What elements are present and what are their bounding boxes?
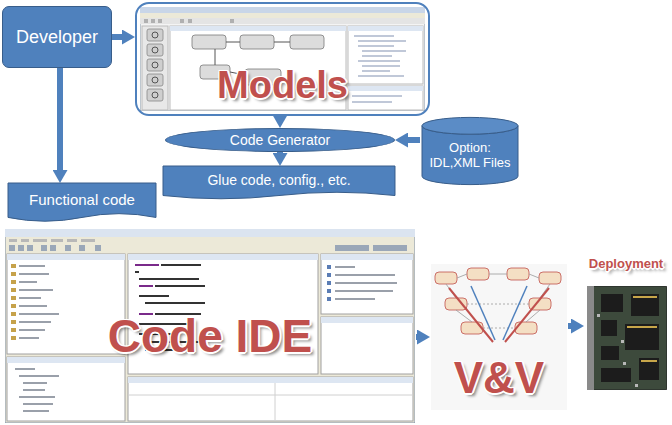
flow-arrow xyxy=(416,334,422,340)
flow-arrow xyxy=(112,34,127,40)
node-label: Code IDE xyxy=(108,310,312,363)
ide-panel: Code IDE xyxy=(4,228,416,424)
circuit-board-photo xyxy=(587,286,667,390)
node-label: Developer xyxy=(16,27,98,48)
node-label: Glue code, config., etc. xyxy=(207,172,350,188)
generator-oval: Code Generator xyxy=(165,128,395,152)
node-label: V&V xyxy=(454,353,544,404)
models-panel: Models xyxy=(135,2,430,116)
file-cylinder: Option: IDL,XML Files xyxy=(420,116,520,186)
actor-box: Developer xyxy=(2,6,112,68)
flow-arrow xyxy=(568,323,576,329)
flow-arrow xyxy=(57,68,63,175)
node-label: Deployment xyxy=(589,257,663,272)
node-label: Functional code xyxy=(29,191,135,208)
flow-arrow xyxy=(403,137,420,143)
node-label: Models xyxy=(217,64,348,108)
node-label: Code Generator xyxy=(230,132,330,148)
flow-arrow xyxy=(277,152,283,158)
vv-panel: V&V xyxy=(430,262,568,412)
deployment-panel: Deployment xyxy=(584,255,668,390)
document-banner: Glue code, config., etc. xyxy=(163,166,395,202)
node-label: Option: IDL,XML Files xyxy=(425,141,515,171)
flow-arrow xyxy=(277,116,283,120)
document-banner: Functional code xyxy=(8,183,156,225)
